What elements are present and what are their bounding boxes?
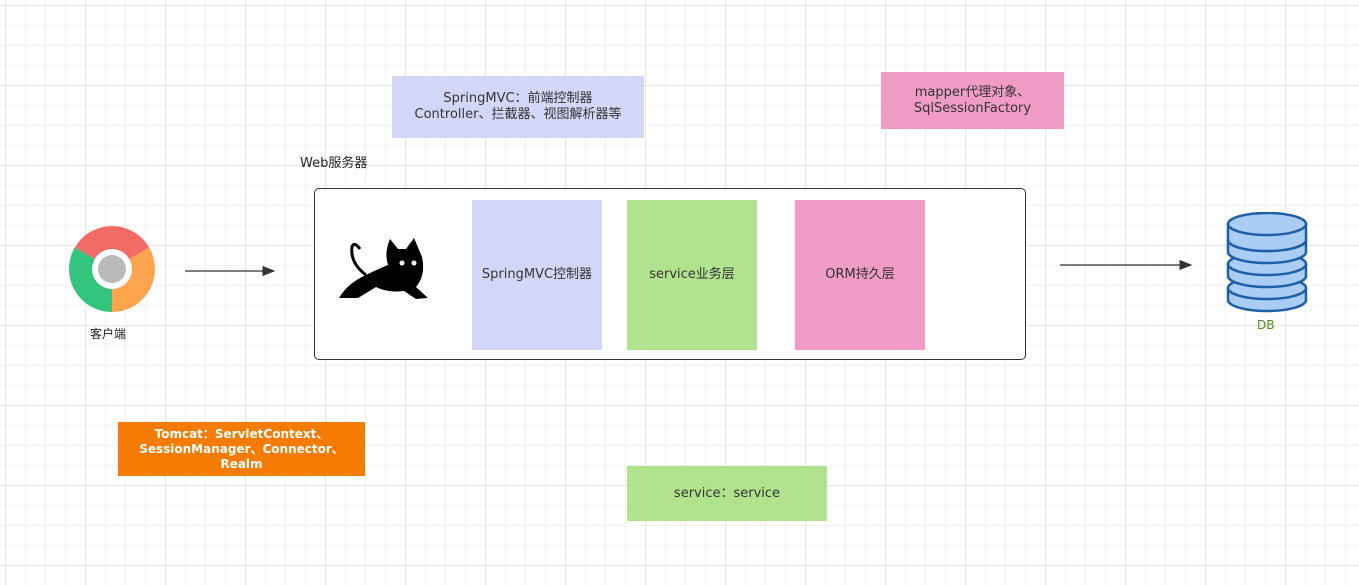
mapper-note-text: mapper代理对象、 SqlSessionFactory (913, 84, 1032, 116)
springmvc-controller-label: SpringMVC控制器 (481, 267, 593, 282)
springmvc-note[interactable]: SpringMVC：前端控制器 Controller、拦截器、视图解析器等 (392, 76, 644, 138)
client-label: 客户端 (90, 327, 127, 341)
tomcat-note[interactable]: Tomcat：ServletContext、 SessionManager、Co… (118, 422, 365, 476)
mapper-note[interactable]: mapper代理对象、 SqlSessionFactory (881, 72, 1064, 129)
orm-layer-box[interactable]: ORM持久层 (795, 200, 925, 350)
db-label: DB (1257, 318, 1275, 332)
chrome-browser-icon[interactable] (68, 225, 156, 313)
web-server-label: Web服务器 (300, 156, 368, 171)
database-icon[interactable] (1224, 211, 1310, 314)
service-layer-box[interactable]: service业务层 (627, 200, 757, 350)
tomcat-cat-icon (336, 235, 432, 301)
service-layer-label: service业务层 (649, 267, 735, 282)
service-note[interactable]: service：service (627, 466, 827, 521)
springmvc-note-text: SpringMVC：前端控制器 Controller、拦截器、视图解析器等 (414, 91, 622, 122)
tomcat-note-text: Tomcat：ServletContext、 SessionManager、Co… (139, 426, 344, 471)
orm-layer-label: ORM持久层 (825, 267, 895, 282)
springmvc-controller-box[interactable]: SpringMVC控制器 (472, 200, 602, 350)
service-note-text: service：service (673, 485, 781, 501)
